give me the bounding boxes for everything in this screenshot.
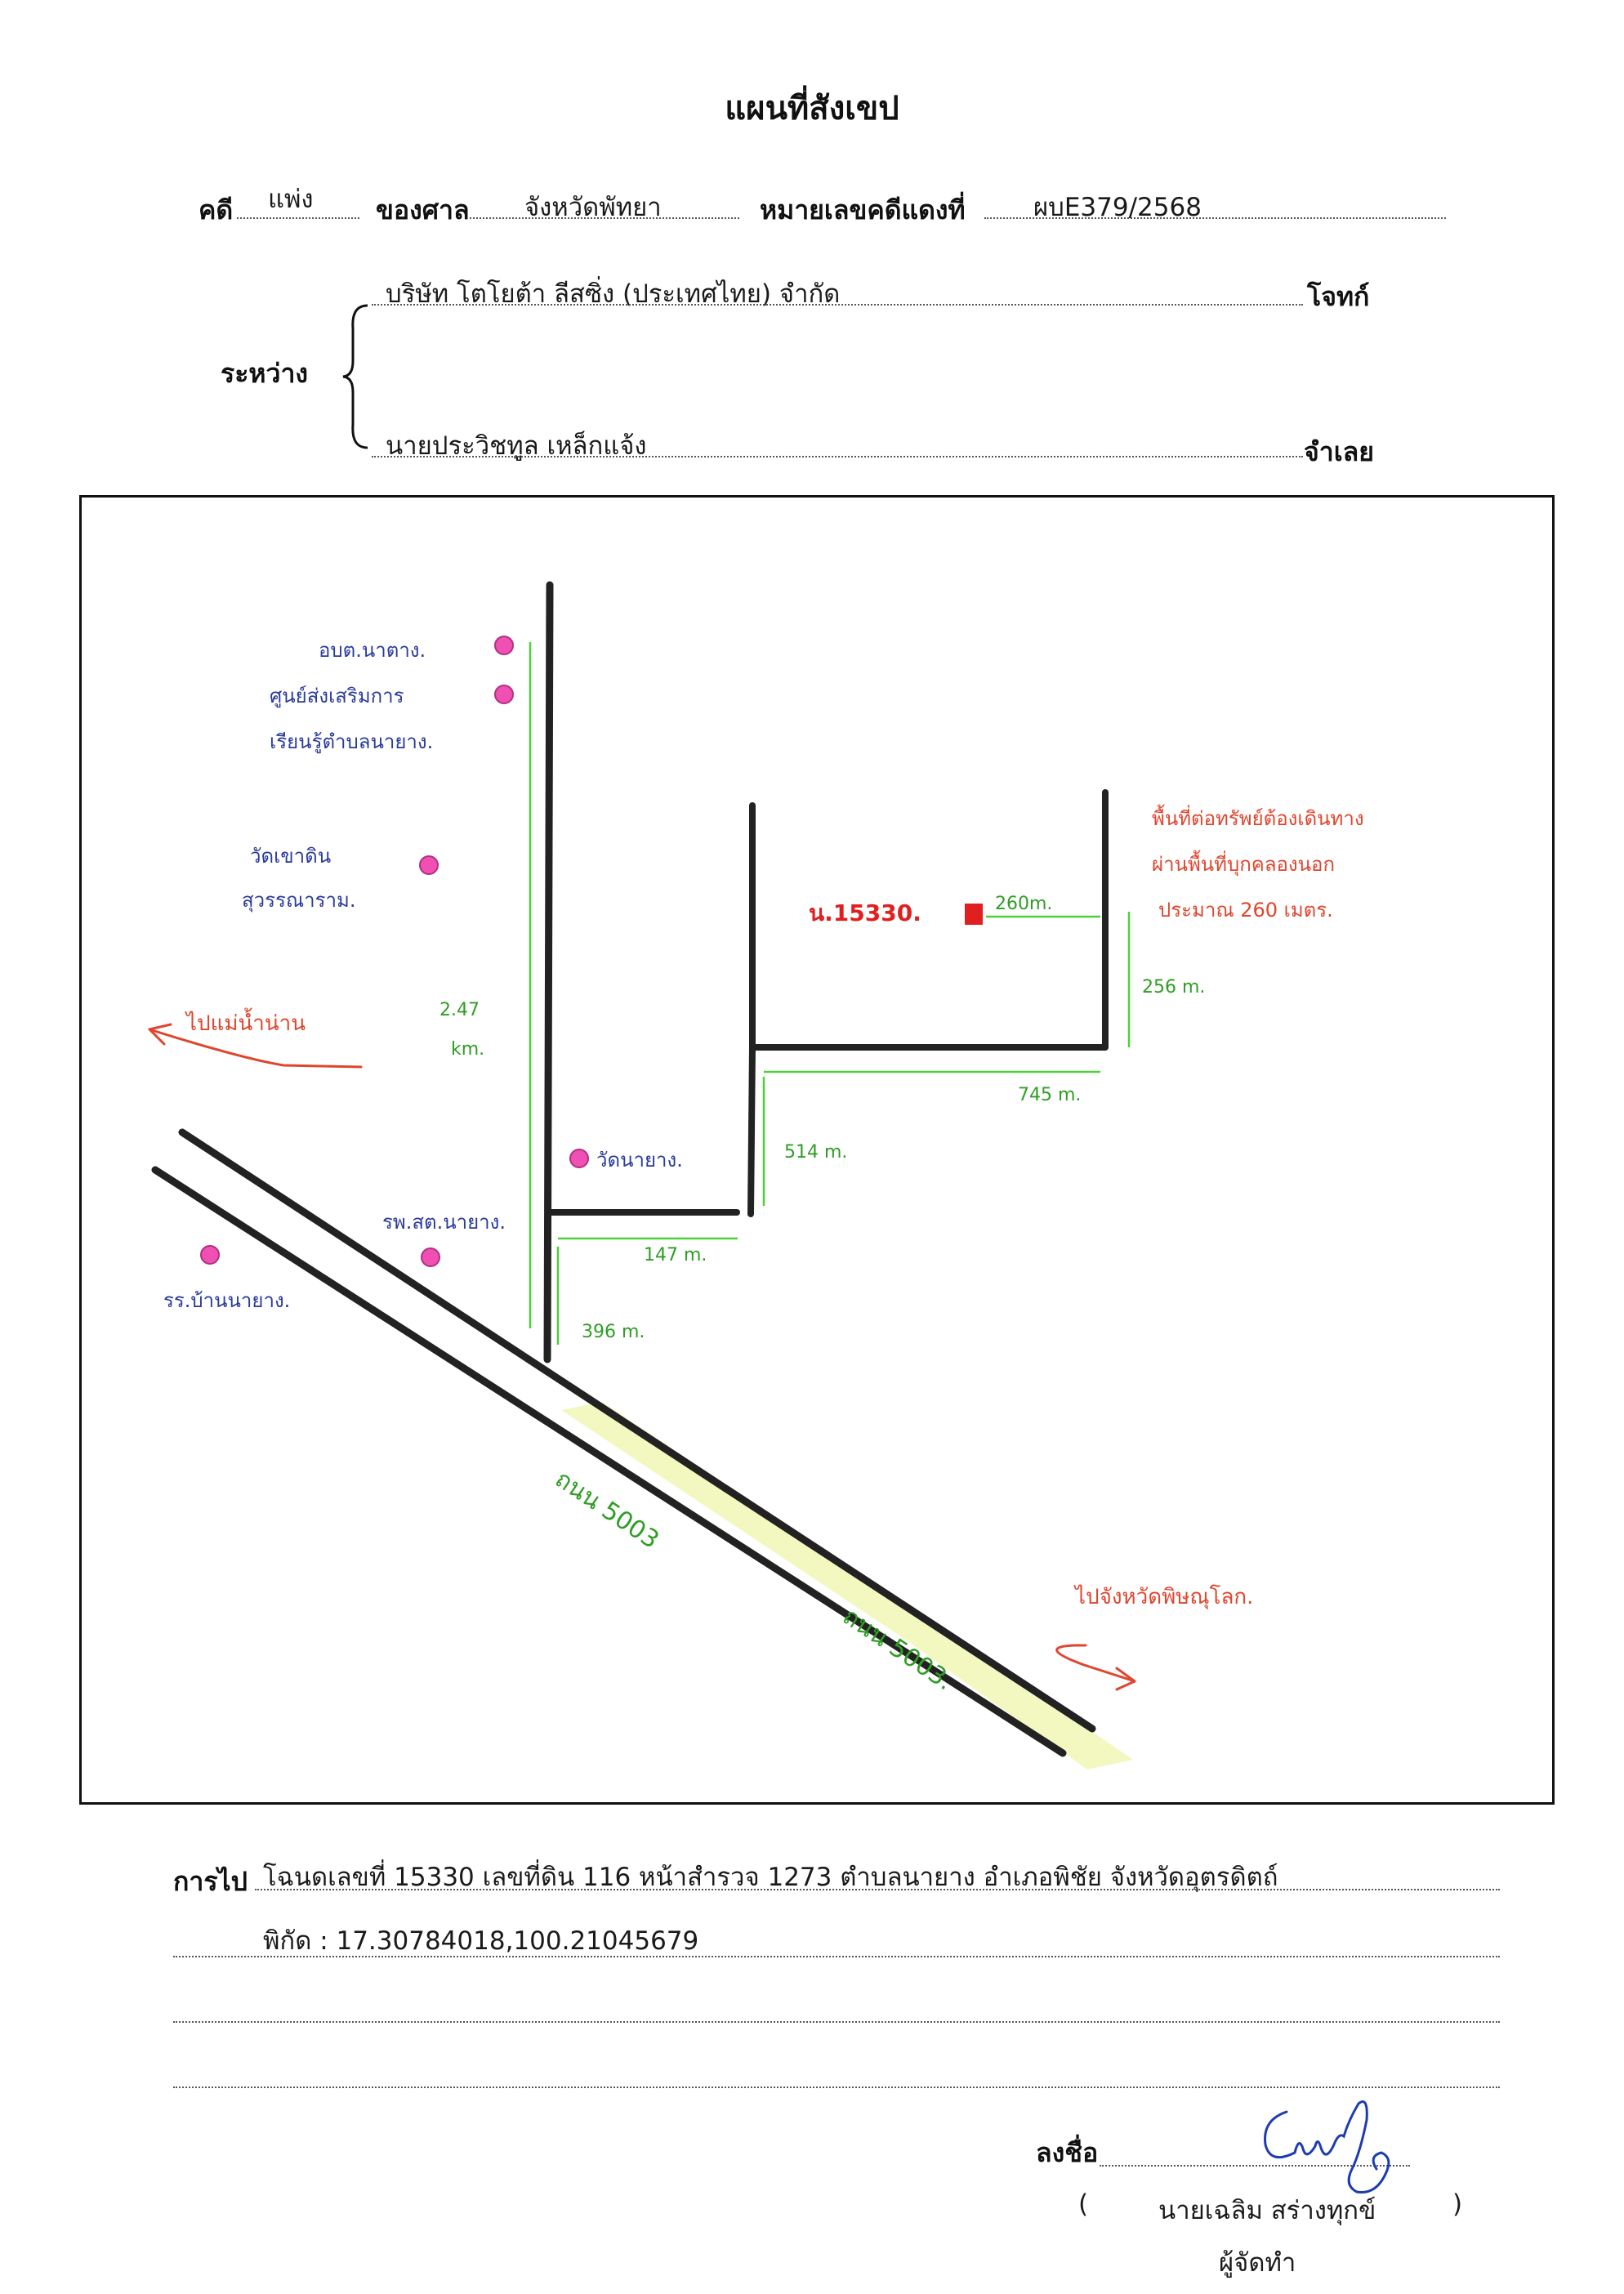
distance-256-label: 256 m. — [1142, 977, 1206, 997]
distance-247-unit-label: km. — [451, 1039, 485, 1060]
branch-road-up — [747, 1044, 756, 1217]
plaintiff-role: โจทก์ — [1307, 281, 1370, 312]
plaintiff-line — [372, 304, 1303, 306]
highway-line-bottom — [151, 1166, 1067, 1757]
signer-name: นายเฉลิม สร่างทุกข์ — [1158, 2196, 1376, 2225]
parcel-marker — [965, 904, 983, 925]
red-case-number-label: หมายเลขคดีแดงที่ — [760, 194, 966, 225]
to-phitsanulok-label: ไปจังหวัดพิษณุโลก. — [1075, 1585, 1254, 1609]
distance-396-label: 396 m. — [582, 1322, 645, 1342]
distance-247-label: 2.47 — [439, 1000, 480, 1020]
court-line — [470, 217, 739, 219]
distance-260-label: 260m. — [995, 894, 1053, 914]
temple-na-yang-label: วัดนายาง. — [596, 1149, 683, 1172]
hospital-dot — [421, 1247, 440, 1267]
directions-dotline-2 — [173, 1956, 1500, 1957]
page-title: แผนที่สังเขป — [725, 90, 899, 127]
red-case-number-line — [984, 217, 1446, 219]
court-value: จังหวัดพัทยา — [524, 193, 662, 222]
learning-center-label-2: เรียนรู้ตำบลนายาง. — [270, 730, 434, 753]
signer-close-paren: ) — [1452, 2189, 1463, 2219]
to-mae-nam-nan-label: ไปแม่น้ำน่าน — [186, 1011, 306, 1036]
case-type-line — [237, 217, 359, 219]
defendant-line — [372, 456, 1303, 457]
directions-line-2: พิกัด : 17.30784018,100.21045679 — [263, 1926, 699, 1956]
case-type-value: แพ่ง — [268, 185, 314, 214]
distance-514-label: 514 m. — [784, 1142, 848, 1163]
defendant-name: นายประวิชทูล เหล็กแจ้ง — [386, 431, 647, 461]
tambon-office-label: อบต.นาตาง. — [319, 639, 426, 662]
arrow-to-phitsanulok-head — [1115, 1667, 1136, 1691]
school-label: รร.บ้านนายาง. — [163, 1289, 291, 1312]
temple-khao-din-label-1: วัดเขาดิน — [250, 845, 332, 868]
signature-label: ลงชื่อ — [1036, 2137, 1099, 2168]
access-note-line-2: ผ่านพื้นที่บุกคลองนอก — [1152, 853, 1336, 876]
signer-open-paren: ( — [1078, 2189, 1089, 2219]
map-frame — [79, 495, 1555, 1805]
distance-147-label: 147 m. — [644, 1245, 707, 1265]
directions-dotline-4 — [173, 2086, 1500, 2088]
plaintiff-name: บริษัท โตโยต้า ลีสซิ่ง (ประเทศไทย) จำกัด — [386, 279, 841, 309]
brace-icon — [342, 304, 368, 449]
directions-dotline-1 — [255, 1889, 1500, 1890]
signer-role: ผู้จัดทำ — [1219, 2248, 1296, 2278]
parcel-label: น.15330. — [809, 899, 921, 926]
signature-line — [1100, 2165, 1410, 2167]
learning-center-label-1: ศูนย์ส่งเสริมการ — [270, 685, 404, 707]
signature-scribble — [1264, 2100, 1390, 2194]
access-note-line-1: พื้นที่ต่อทรัพย์ต้องเดินทาง — [1152, 807, 1364, 830]
arrow-to-phitsanulok-icon — [1055, 1644, 1136, 1683]
learning-center-dot — [494, 685, 514, 704]
highway-line-top — [178, 1128, 1096, 1733]
sketch-map — [148, 581, 1136, 1770]
temple-na-yang-dot — [569, 1149, 589, 1168]
directions-label: การไป — [173, 1866, 248, 1897]
defendant-role: จำเลย — [1304, 436, 1375, 467]
arrow-to-river-head — [148, 1023, 172, 1046]
access-note-line-3: ประมาณ 260 เมตร. — [1158, 899, 1333, 922]
main-north-road — [543, 581, 554, 1363]
directions-line-1: โฉนดเลขที่ 15330 เลขที่ดิน 116 หน้าสำรวจ… — [263, 1863, 1278, 1892]
school-dot — [200, 1245, 220, 1265]
temple-khao-din-dot — [419, 855, 439, 875]
case-label: คดี — [199, 194, 234, 225]
red-case-number-value: ผบE379/2568 — [1033, 193, 1202, 222]
hospital-label: รพ.สต.นายาง. — [382, 1211, 506, 1234]
court-label: ของศาล — [376, 194, 470, 225]
distance-745-label: 745 m. — [1018, 1085, 1082, 1105]
highway-highlight — [561, 1402, 1133, 1770]
temple-khao-din-label-2: สุวรรณาราม. — [242, 889, 356, 912]
tambon-office-dot — [494, 636, 514, 655]
arrow-to-river-icon — [148, 1028, 363, 1069]
between-label: ระหว่าง — [221, 358, 309, 389]
directions-dotline-3 — [173, 2021, 1500, 2023]
